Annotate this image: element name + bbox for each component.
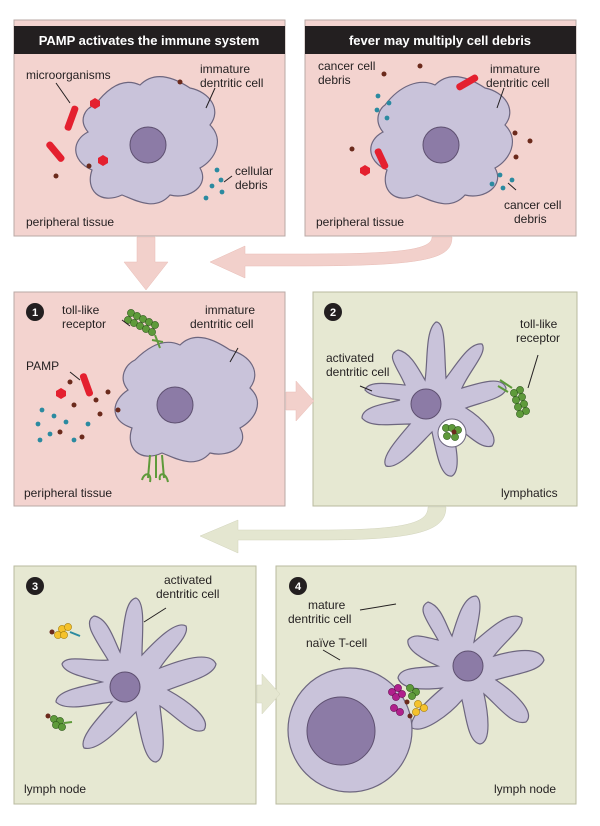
label-immature-step1-1: immature (205, 303, 255, 317)
nucleus (129, 126, 167, 164)
step-number-4: 4 (295, 581, 302, 593)
naive-t-cell (287, 667, 413, 793)
nucleus (422, 126, 460, 164)
label-activated-step3-1: activated (164, 573, 212, 587)
nucleus (109, 671, 141, 703)
nucleus (452, 650, 484, 682)
label-location-pamp: peripheral tissue (26, 215, 114, 229)
label-cellular-2: debris (235, 178, 268, 192)
nucleus (306, 696, 376, 766)
label-mature-2: dentritic cell (288, 612, 351, 626)
cancer-debris-a (374, 93, 392, 121)
label-immature-fever-1: immature (490, 62, 540, 76)
label-immature-2: dentritic cell (200, 76, 263, 90)
step-badge-2 (324, 303, 342, 321)
label-location-step3: lymph node (24, 782, 86, 796)
immature-dendritic-cell-step1 (114, 336, 258, 463)
label-toll-step2-1: toll-like (520, 317, 558, 331)
label-pamp: PAMP (26, 359, 59, 373)
mhc-complex-top (49, 623, 81, 639)
mhc-complex-bottom (45, 713, 73, 731)
label-location-fever: peripheral tissue (316, 215, 404, 229)
arrow-step2-to-step3 (199, 506, 447, 554)
label-activated-step3-2: dentritic cell (156, 587, 219, 601)
header-pamp: PAMP activates the immune system (39, 33, 260, 48)
step-number-2: 2 (330, 307, 336, 319)
label-naive-t-cell: naïve T-cell (306, 636, 367, 650)
label-cellular-1: cellular (235, 164, 273, 178)
toll-like-receptor-step1 (124, 309, 164, 349)
label-microorganisms: microorganisms (26, 68, 111, 82)
label-cancer-b-1: cancer cell (504, 198, 561, 212)
label-cancer-b-2: debris (514, 212, 547, 226)
label-cancer-a-1: cancer cell (318, 59, 375, 73)
arrow-pamp-to-step1 (123, 236, 169, 291)
immature-dendritic-cell (75, 76, 218, 205)
arrow-step1-to-step2 (285, 380, 315, 422)
label-location-step4: lymph node (494, 782, 556, 796)
toll-like-receptor-step2 (497, 379, 530, 418)
arrow-fever-to-step1 (209, 236, 453, 279)
label-immature-fever-2: dentritic cell (486, 76, 549, 90)
step-badge-3 (26, 577, 44, 595)
step-badge-4 (289, 577, 307, 595)
mature-dendritic-cell (397, 595, 545, 745)
header-bar-pamp (14, 26, 285, 54)
label-toll-2: receptor (62, 317, 106, 331)
microorganisms-group (46, 79, 183, 179)
immature-dendritic-cell-fever (370, 76, 513, 205)
cellular-debris-group (203, 167, 225, 201)
step-badge-1 (26, 303, 44, 321)
label-toll-step2-2: receptor (516, 331, 560, 345)
label-mature-1: mature (308, 598, 346, 612)
arrow-step3-to-step4 (256, 673, 281, 715)
label-toll-1: toll-like (62, 303, 100, 317)
microorganisms-fever (349, 63, 533, 176)
nucleus (156, 386, 194, 424)
cancer-debris-b (489, 172, 515, 191)
label-immature-step1-2: dentritic cell (190, 317, 253, 331)
label-activated-step2-2: dentritic cell (326, 365, 389, 379)
step-number-1: 1 (32, 307, 38, 319)
header-bar-fever (305, 26, 576, 54)
pamp-particles (56, 373, 121, 440)
step-number-3: 3 (32, 581, 38, 593)
header-fever: fever may multiply cell debris (349, 33, 531, 48)
receptor-pair-bottom (141, 454, 169, 483)
nucleus (410, 388, 442, 420)
endosome-receptor (442, 424, 462, 441)
label-location-step2: lymphatics (501, 486, 558, 500)
activated-dendritic-cell-step3 (55, 597, 217, 763)
immune-synapse (388, 684, 428, 719)
debris-step1 (35, 407, 91, 443)
label-activated-step2-1: activated (326, 351, 374, 365)
label-cancer-a-2: debris (318, 73, 351, 87)
label-immature-1: immature (200, 62, 250, 76)
label-location-step1: peripheral tissue (24, 486, 112, 500)
